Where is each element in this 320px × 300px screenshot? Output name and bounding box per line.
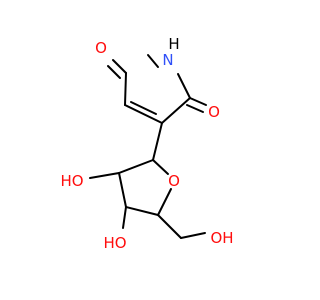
nh-hydrogen-label: H (168, 35, 179, 53)
oxygen-top-label: O (95, 39, 107, 57)
bond-n-c5 (177, 73, 191, 99)
bond-c4-c3-double (130, 101, 157, 115)
bond-c5-o-right-double (186, 104, 204, 113)
bond-c5-c4 (161, 97, 191, 124)
bond-c2prime-oh (89, 172, 120, 179)
bond-c1prime-c2prime (118, 159, 154, 174)
bond-c4-c1prime (152, 122, 163, 161)
bond-c4prime-o-ring (157, 188, 172, 216)
structure-diagram: O H N O HO O HO OH (60, 35, 233, 252)
ring-oxygen-label: O (168, 172, 180, 190)
bond-c3prime-c4prime (125, 206, 159, 216)
nitrogen-label: N (162, 51, 173, 69)
hydroxyl-left-label: HO (60, 172, 83, 190)
hydroxyl-bottom-label: HO (103, 234, 126, 252)
bond-c3-c2 (124, 72, 127, 106)
molecule-canvas: O H N O HO O HO OH (60, 35, 234, 252)
bond-c5prime-oh (180, 232, 206, 239)
bond-o-ring-c1prime (152, 159, 169, 175)
oxygen-right-label: O (208, 103, 220, 121)
bond-c2-n (147, 54, 159, 68)
bond-c2-o-top-double (107, 65, 121, 79)
bond-c4prime-c5prime (157, 214, 182, 239)
bond-c5-o-right (189, 97, 207, 106)
bond-c3prime-oh (122, 206, 127, 229)
bond-c2-o-top (112, 59, 127, 74)
bond-c2prime-c3prime (118, 172, 127, 208)
bond-c4-c3 (124, 104, 163, 124)
hydroxyl-right-label: OH (210, 229, 233, 247)
